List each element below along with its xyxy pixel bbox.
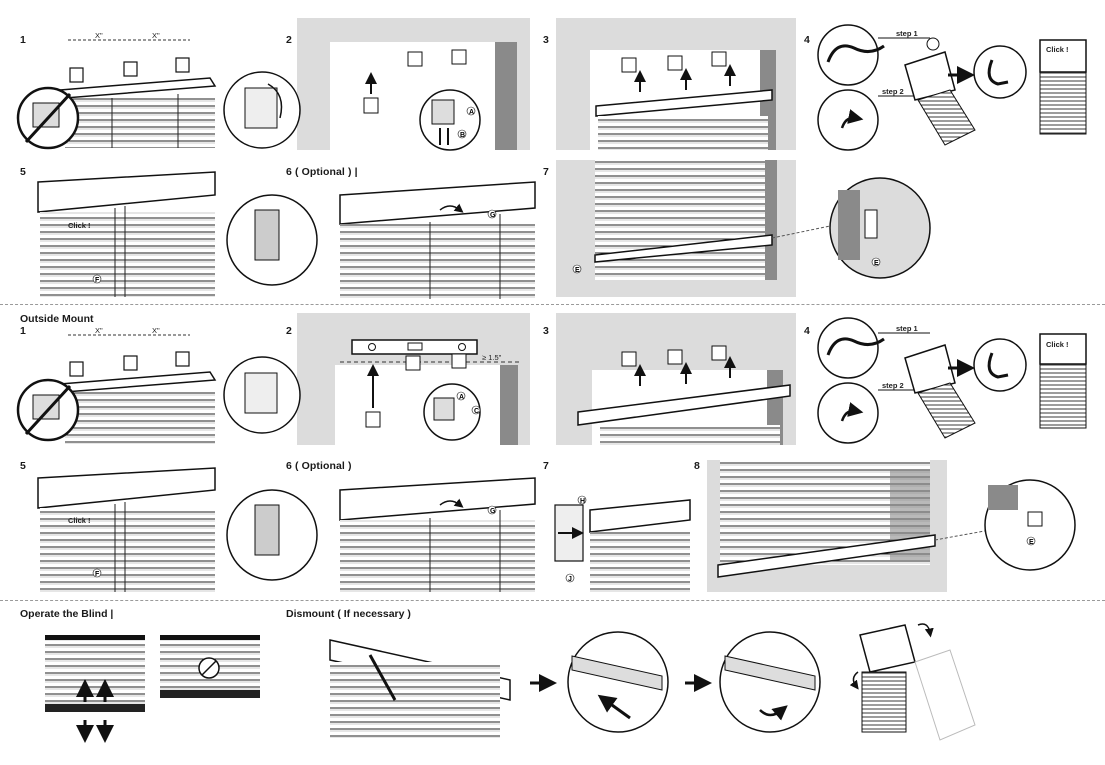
outside-step-1-illustration: X" X" — [16, 326, 217, 444]
callout-a-1: A — [469, 109, 474, 116]
dismount-heading: Dismount ( If necessary ) — [286, 608, 411, 620]
outside-step-2-label: 2 — [286, 325, 292, 337]
inside-step-4-illustration: step 1 step 2 Click ! — [817, 24, 1087, 151]
dismount-illustration-2 — [567, 631, 712, 733]
inside-step-5-label: 5 — [20, 166, 26, 178]
dim-x-label-3: X" — [95, 326, 103, 335]
click-label-inside: Click ! — [68, 221, 91, 230]
callout-f-1: F — [95, 277, 100, 284]
operate-heading: Operate the Blind | — [20, 608, 114, 620]
step1-text-outside: step 1 — [896, 324, 918, 333]
dim-x-label-1: X" — [95, 31, 103, 40]
dismount-illustration-3 — [719, 631, 821, 733]
section-divider-1 — [0, 304, 1105, 305]
step2-text-inside: step 2 — [882, 87, 904, 96]
inside-step-3-illustration — [556, 18, 796, 150]
inside-step-2-label: 2 — [286, 34, 292, 46]
callout-f-2: F — [95, 571, 100, 578]
callout-j-1: J — [568, 576, 572, 583]
callout-h-1: H — [580, 498, 585, 505]
callout-e-1: E — [575, 267, 580, 274]
inside-step-6-illustration: G — [226, 181, 536, 299]
operate-illustration-no-cord — [160, 635, 260, 698]
outside-step-8-illustration: E — [707, 460, 1076, 592]
callout-e-2: E — [874, 260, 879, 267]
outside-step-6-label: 6 ( Optional ) — [286, 460, 352, 472]
inside-step-5-illustration: Click ! F — [37, 171, 216, 297]
callout-c-1: C — [474, 408, 479, 415]
inside-step-2-illustration: A B — [223, 18, 530, 151]
click-label-outside: Click ! — [68, 516, 91, 525]
inside-step-7-label: 7 — [543, 166, 549, 178]
click-bubble-inside: Click ! — [1046, 45, 1069, 54]
outside-step-1-label: 1 — [20, 325, 26, 337]
dim-x-label-4: X" — [152, 326, 160, 335]
callout-e-3: E — [1029, 539, 1034, 546]
outside-step-7-illustration: H J — [554, 495, 691, 592]
section-divider-2 — [0, 600, 1105, 601]
inside-step-1-label: 1 — [20, 34, 26, 46]
callout-g-2: G — [490, 508, 496, 515]
outside-step-5-illustration: Click ! F — [37, 467, 216, 592]
dim-x-label-2: X" — [152, 31, 160, 40]
step2-text-outside: step 2 — [882, 381, 904, 390]
outside-step-2-illustration: ≥ 1.5" A C — [223, 313, 530, 445]
outside-step-6-illustration: G — [226, 477, 536, 592]
outside-step-3-illustration — [556, 313, 796, 445]
inside-step-6-label: 6 ( Optional ) | — [286, 166, 358, 178]
outside-step-4-illustration: step 1 step 2 Click ! — [817, 317, 1087, 444]
inside-step-3-label: 3 — [543, 34, 549, 46]
inside-step-1-illustration: X" X" — [16, 31, 217, 150]
step1-text-inside: step 1 — [896, 29, 918, 38]
operate-illustration-raise — [45, 635, 145, 743]
click-bubble-outside: Click ! — [1046, 340, 1069, 349]
inside-step-7-illustration: E E — [556, 160, 931, 297]
dismount-illustration-1 — [329, 639, 557, 738]
outside-step-7-label: 7 — [543, 460, 549, 472]
dismount-illustration-4 — [849, 623, 976, 741]
outside-step-8-label: 8 — [694, 460, 700, 472]
callout-a-2: A — [459, 394, 464, 401]
inside-step-4-label: 4 — [804, 34, 810, 46]
outside-step-5-label: 5 — [20, 460, 26, 472]
clearance-label: ≥ 1.5" — [482, 353, 502, 362]
outside-step-4-label: 4 — [804, 325, 810, 337]
callout-b-1: B — [460, 132, 465, 139]
callout-g-1: G — [490, 212, 496, 219]
outside-step-3-label: 3 — [543, 325, 549, 337]
outside-mount-heading: Outside Mount — [20, 313, 94, 325]
